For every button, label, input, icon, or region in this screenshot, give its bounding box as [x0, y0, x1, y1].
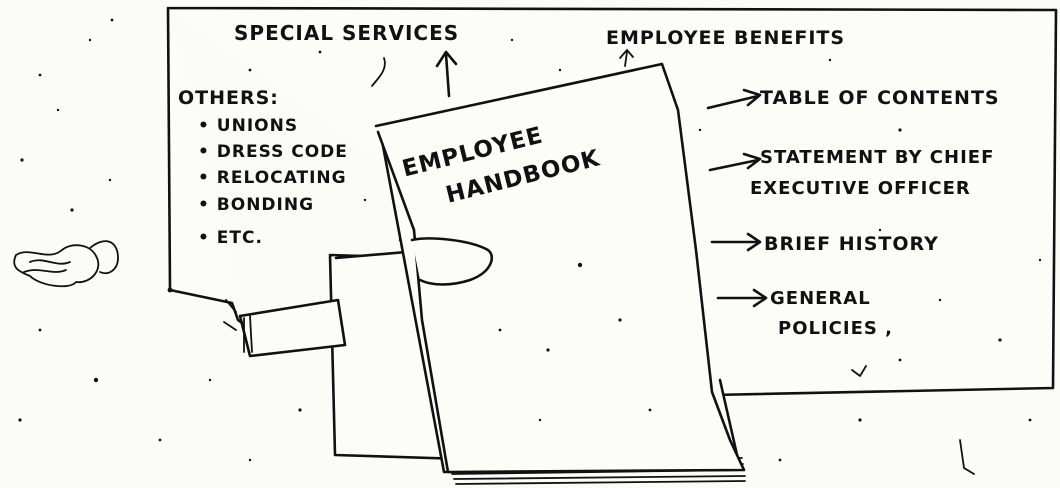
arrow-up-special-services [435, 50, 458, 98]
others-item-unions: • UNIONS [198, 116, 298, 136]
contents-text-general-2: POLICIES , [778, 318, 893, 339]
contents-item-general-policies: GENERAL POLICIES , [716, 288, 893, 339]
label-special-services: SPECIAL SERVICES [234, 21, 459, 45]
contents-text-general-1: GENERAL [770, 288, 871, 309]
label-employee-benefits: EMPLOYEE BENEFITS [606, 27, 845, 49]
arrow-up-employee-benefits [619, 49, 634, 67]
contents-text-table: TABLE OF CONTENTS [760, 87, 1000, 109]
hand-fingers [410, 237, 493, 286]
squiggle-mark [371, 57, 386, 87]
speckle-dots [18, 18, 1042, 462]
scribble-doodle [13, 240, 119, 288]
contents-text-ceo-2: EXECUTIVE OFFICER [750, 178, 971, 199]
others-item-relocating: • RELOCATING [198, 168, 347, 188]
contents-item-brief-history: BRIEF HISTORY [710, 232, 939, 255]
crack-mark [959, 439, 975, 475]
others-item-dress-code: • DRESS CODE [198, 142, 348, 162]
contents-text-ceo-1: STATEMENT BY CHIEF [760, 147, 994, 168]
contents-item-table-of-contents: TABLE OF CONTENTS [706, 87, 1000, 110]
others-heading: OTHERS: [178, 87, 279, 109]
contents-text-history: BRIEF HISTORY [764, 233, 939, 255]
book-front-cover [374, 62, 746, 474]
tick-mark [851, 365, 867, 377]
contents-item-ceo-statement: STATEMENT BY CHIEF EXECUTIVE OFFICER [708, 147, 994, 199]
others-item-bonding: • BONDING [198, 195, 314, 215]
others-item-etc: • ETC. [198, 228, 263, 248]
